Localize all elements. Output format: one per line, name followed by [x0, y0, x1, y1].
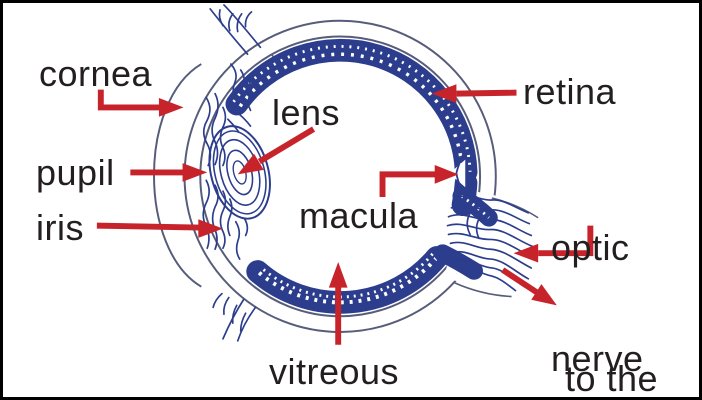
- label-optic-nerve: optic nerve: [551, 155, 644, 397]
- pupil-arrow: [130, 163, 208, 182]
- vitreous-arrow: [328, 262, 348, 345]
- label-macula: macula: [299, 195, 419, 236]
- lens-shape: [208, 125, 271, 220]
- optic-nerve-fibers: [446, 195, 539, 298]
- optic-nerve-arrow: [513, 225, 594, 263]
- to-brain-arrow: [501, 267, 557, 306]
- label-pupil: pupil: [36, 152, 115, 193]
- label-lens: lens: [272, 92, 341, 133]
- eye-illustration: [96, 4, 594, 345]
- lens-arrow: [237, 126, 316, 175]
- retina-band: [225, 38, 478, 314]
- macula-notch: [449, 151, 466, 197]
- label-vitreous: vitreous: [269, 351, 400, 392]
- cornea-arrow: [97, 89, 184, 117]
- muscle-bottom-left: [212, 292, 257, 342]
- label-optic-nerve-line1: optic: [551, 227, 630, 268]
- iris-arrow: [96, 219, 223, 238]
- muscle-top-left: [209, 4, 262, 56]
- label-to-the-brain-line1: to the: [565, 358, 659, 399]
- label-cornea: cornea: [39, 53, 153, 94]
- label-to-the-brain: to the brain: [565, 286, 659, 399]
- retina-arrow: [431, 84, 517, 103]
- label-iris: iris: [36, 207, 84, 248]
- label-optic-nerve-line2: nerve: [551, 338, 644, 379]
- macula-arrow: [379, 165, 459, 198]
- label-retina: retina: [523, 71, 617, 112]
